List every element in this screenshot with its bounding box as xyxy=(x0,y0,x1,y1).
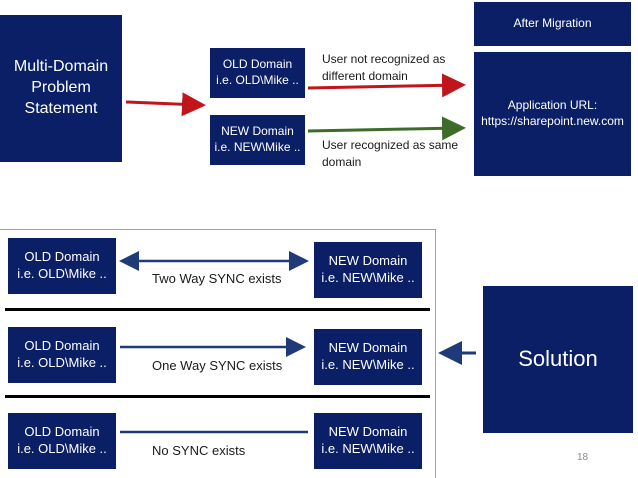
sync-scenarios-frame xyxy=(0,229,436,478)
row2-new-domain-box: NEW Domain i.e. NEW\Mike .. xyxy=(314,329,422,385)
after-migration-text: After Migration xyxy=(513,16,592,31)
application-url-text: Application URL: https://sharepoint.new.… xyxy=(481,98,624,128)
row-divider-1 xyxy=(5,308,430,311)
page-number: 18 xyxy=(577,452,589,463)
solution-box: Solution xyxy=(483,286,633,433)
row1-new-domain-box: NEW Domain i.e. NEW\Mike .. xyxy=(314,242,422,298)
after-migration-box: After Migration xyxy=(474,2,631,46)
row3-new-domain-text: NEW Domain i.e. NEW\Mike .. xyxy=(321,424,415,456)
top-old-domain-box: OLD Domain i.e. OLD\Mike .. xyxy=(210,48,305,98)
row3-new-domain-box: NEW Domain i.e. NEW\Mike .. xyxy=(314,413,422,469)
row1-old-domain-box: OLD Domain i.e. OLD\Mike .. xyxy=(8,238,116,294)
top-new-domain-text: NEW Domain i.e. NEW\Mike .. xyxy=(214,124,301,154)
top-new-domain-box: NEW Domain i.e. NEW\Mike .. xyxy=(210,115,305,165)
row2-new-domain-text: NEW Domain i.e. NEW\Mike .. xyxy=(321,340,415,372)
row1-sync-label: Two Way SYNC exists xyxy=(152,271,282,286)
row2-old-domain-box: OLD Domain i.e. OLD\Mike .. xyxy=(8,327,116,383)
row-divider-2 xyxy=(5,395,430,398)
not-recognized-arrow xyxy=(307,73,466,98)
solution-text: Solution xyxy=(518,346,598,372)
green-arrow-caption: User recognized as same domain xyxy=(322,138,459,170)
row2-sync-label: One Way SYNC exists xyxy=(152,358,283,373)
row1-new-domain-text: NEW Domain i.e. NEW\Mike .. xyxy=(321,253,415,285)
row3-old-domain-box: OLD Domain i.e. OLD\Mike .. xyxy=(8,413,116,469)
recognized-arrow xyxy=(307,116,466,141)
row3-old-domain-text: OLD Domain i.e. OLD\Mike .. xyxy=(17,424,107,456)
problem-to-old-arrow xyxy=(125,92,206,117)
problem-statement-text: Multi-Domain Problem Statement xyxy=(13,58,109,117)
red-arrow-caption: User not recognized as different domain xyxy=(322,52,446,84)
row1-old-domain-text: OLD Domain i.e. OLD\Mike .. xyxy=(17,249,107,281)
top-old-domain-text: OLD Domain i.e. OLD\Mike .. xyxy=(216,57,299,87)
application-url-box: Application URL: https://sharepoint.new.… xyxy=(474,52,631,176)
problem-statement-box: Multi-Domain Problem Statement xyxy=(0,15,122,162)
row2-old-domain-text: OLD Domain i.e. OLD\Mike .. xyxy=(17,338,107,370)
row3-sync-label: No SYNC exists xyxy=(152,443,246,458)
